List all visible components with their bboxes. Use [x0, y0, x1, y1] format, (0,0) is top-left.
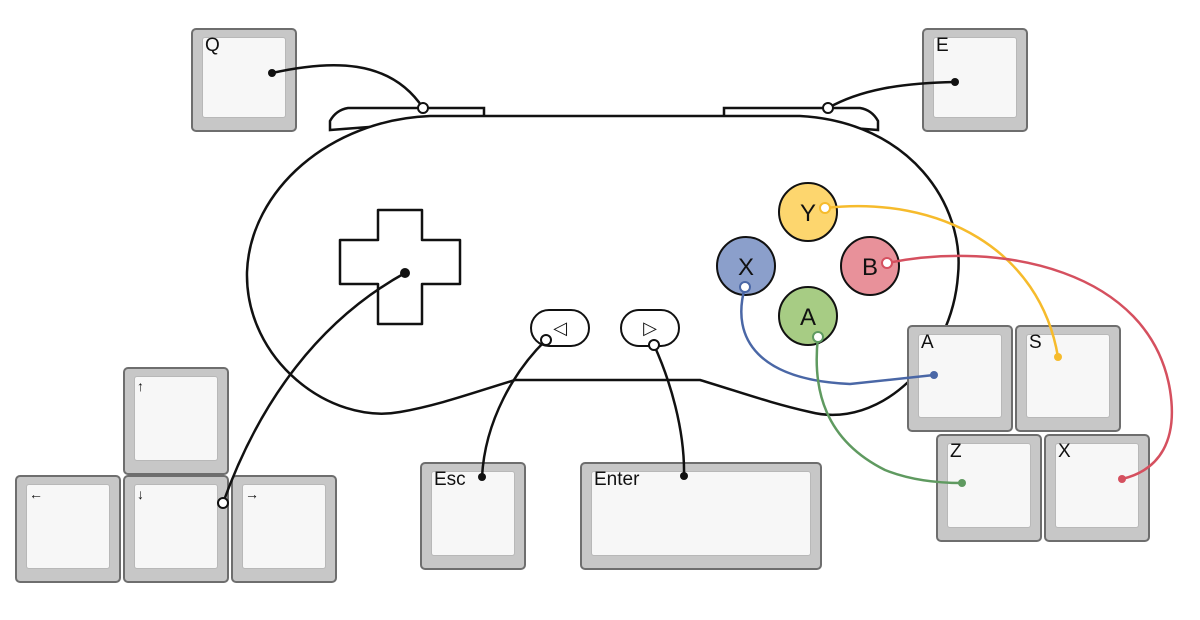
key-a[interactable]: A [907, 325, 1013, 432]
key-q-label: Q [205, 35, 220, 56]
key-a-label: A [921, 332, 934, 353]
key-enter-label: Enter [594, 469, 640, 490]
key-z-label: Z [950, 441, 962, 462]
key-arrow-left-label: ← [29, 486, 43, 502]
key-esc-label: Esc [434, 469, 466, 490]
key-s[interactable]: S [1015, 325, 1121, 432]
select-icon: ◁ [553, 318, 567, 338]
key-arrow-right[interactable]: → [231, 475, 337, 583]
key-esc[interactable]: Esc [420, 462, 526, 570]
key-arrow-up-label: ↑ [137, 378, 144, 394]
key-enter[interactable]: Enter [580, 462, 822, 570]
key-e[interactable]: E [922, 28, 1028, 132]
key-x[interactable]: X [1044, 434, 1150, 542]
key-arrow-right-label: → [245, 486, 259, 502]
key-e-label: E [936, 35, 949, 56]
key-arrow-left[interactable]: ← [15, 475, 121, 583]
b-button-label: B [862, 254, 878, 281]
x-button-label: X [738, 254, 754, 281]
start-icon: ▷ [643, 318, 657, 338]
key-arrow-down[interactable]: ↓ [123, 475, 229, 583]
key-q[interactable]: Q [191, 28, 297, 132]
key-z[interactable]: Z [936, 434, 1042, 542]
key-arrow-up[interactable]: ↑ [123, 367, 229, 475]
dpad[interactable] [338, 208, 462, 326]
key-arrow-down-label: ↓ [137, 486, 144, 502]
key-s-label: S [1029, 332, 1042, 353]
y-button-label: Y [800, 200, 816, 227]
key-x-label: X [1058, 441, 1071, 462]
a-button-label: A [800, 304, 816, 331]
